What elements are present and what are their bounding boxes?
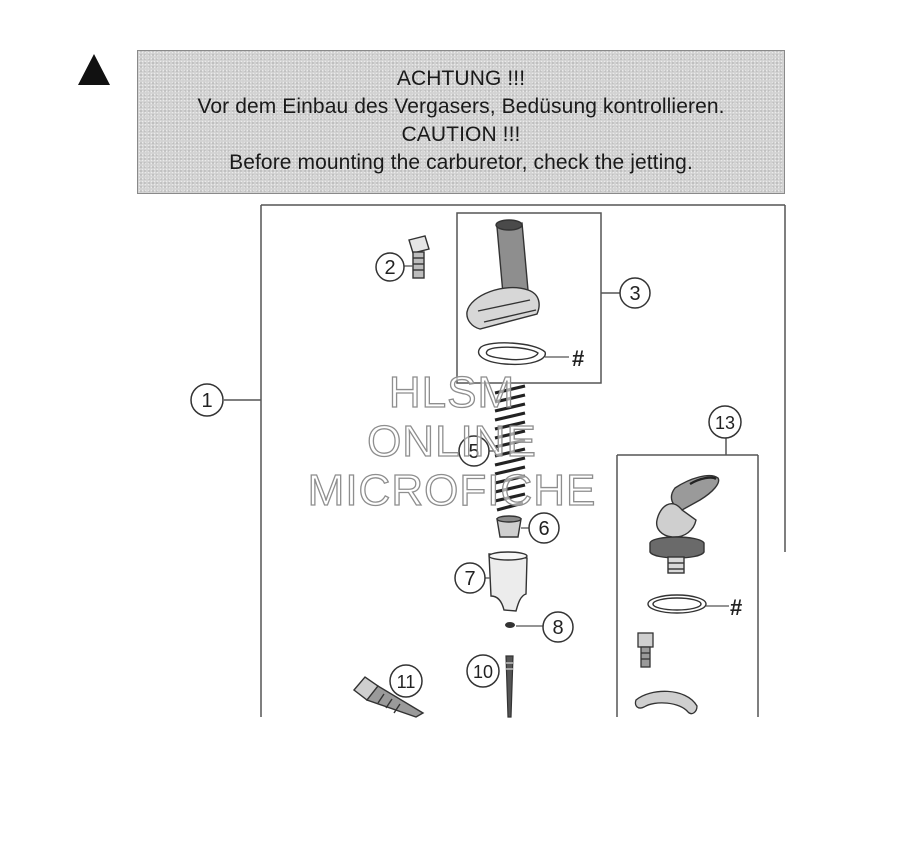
assembly-bracket (224, 204, 786, 717)
callout-5: 5 (468, 441, 479, 463)
part-7-throttle-slide (488, 551, 528, 612)
callout-circle-8 (542, 611, 574, 643)
callout-circle-1 (190, 383, 224, 417)
part-10-jet-needle (505, 655, 514, 718)
callout-circle-13 (708, 405, 742, 439)
part-13-bracket (634, 690, 698, 715)
callout-8: 8 (552, 617, 563, 639)
callout-11: 11 (397, 672, 416, 692)
hash-mark-13: # (730, 595, 742, 620)
callout-circle-11 (389, 664, 423, 698)
caution-heading-en: CAUTION !!! (401, 123, 521, 146)
part-13-cable-housing (649, 474, 720, 574)
callout-circle-10 (466, 654, 500, 688)
caution-text-en: Before mounting the carburetor, check th… (229, 151, 693, 174)
part-6-spring-seat (496, 515, 522, 538)
callout-circle-2 (375, 252, 405, 282)
callout-circle-5 (458, 435, 490, 467)
callout-10: 10 (473, 662, 493, 682)
callout-circle-6 (528, 512, 560, 544)
caution-banner: ACHTUNG !!! Vor dem Einbau des Vergasers… (137, 50, 785, 194)
part-5-spring (494, 384, 526, 512)
part-3-cable-housing (466, 219, 540, 330)
part-11-adjust-screw (352, 676, 425, 718)
callout-6: 6 (538, 518, 549, 540)
watermark-line-2: ONLINE (366, 416, 537, 466)
part-3-o-ring (477, 342, 546, 366)
watermark-line-3: MICROFICHE (307, 465, 597, 515)
warning-triangle-icon (78, 54, 110, 85)
part-3-group-box (456, 212, 602, 384)
watermark-line-1: HLSM (388, 367, 516, 417)
callout-3: 3 (629, 283, 640, 305)
part-2-bolt (408, 235, 430, 279)
callout-circle-3 (619, 277, 651, 309)
part-13-group-box (616, 437, 759, 717)
part-13-small-screw (637, 632, 654, 668)
part-8-needle-clip (505, 622, 515, 628)
callout-13: 13 (715, 413, 735, 433)
part-13-o-ring (647, 594, 707, 614)
callout-7: 7 (464, 568, 475, 590)
callout-1: 1 (201, 390, 212, 412)
callout-2: 2 (384, 257, 395, 279)
caution-heading-de: ACHTUNG !!! (396, 67, 526, 90)
hash-mark-3: # (572, 346, 584, 371)
callout-circle-7 (454, 562, 486, 594)
caution-text-de: Vor dem Einbau des Vergasers, Bedüsung k… (197, 95, 725, 118)
